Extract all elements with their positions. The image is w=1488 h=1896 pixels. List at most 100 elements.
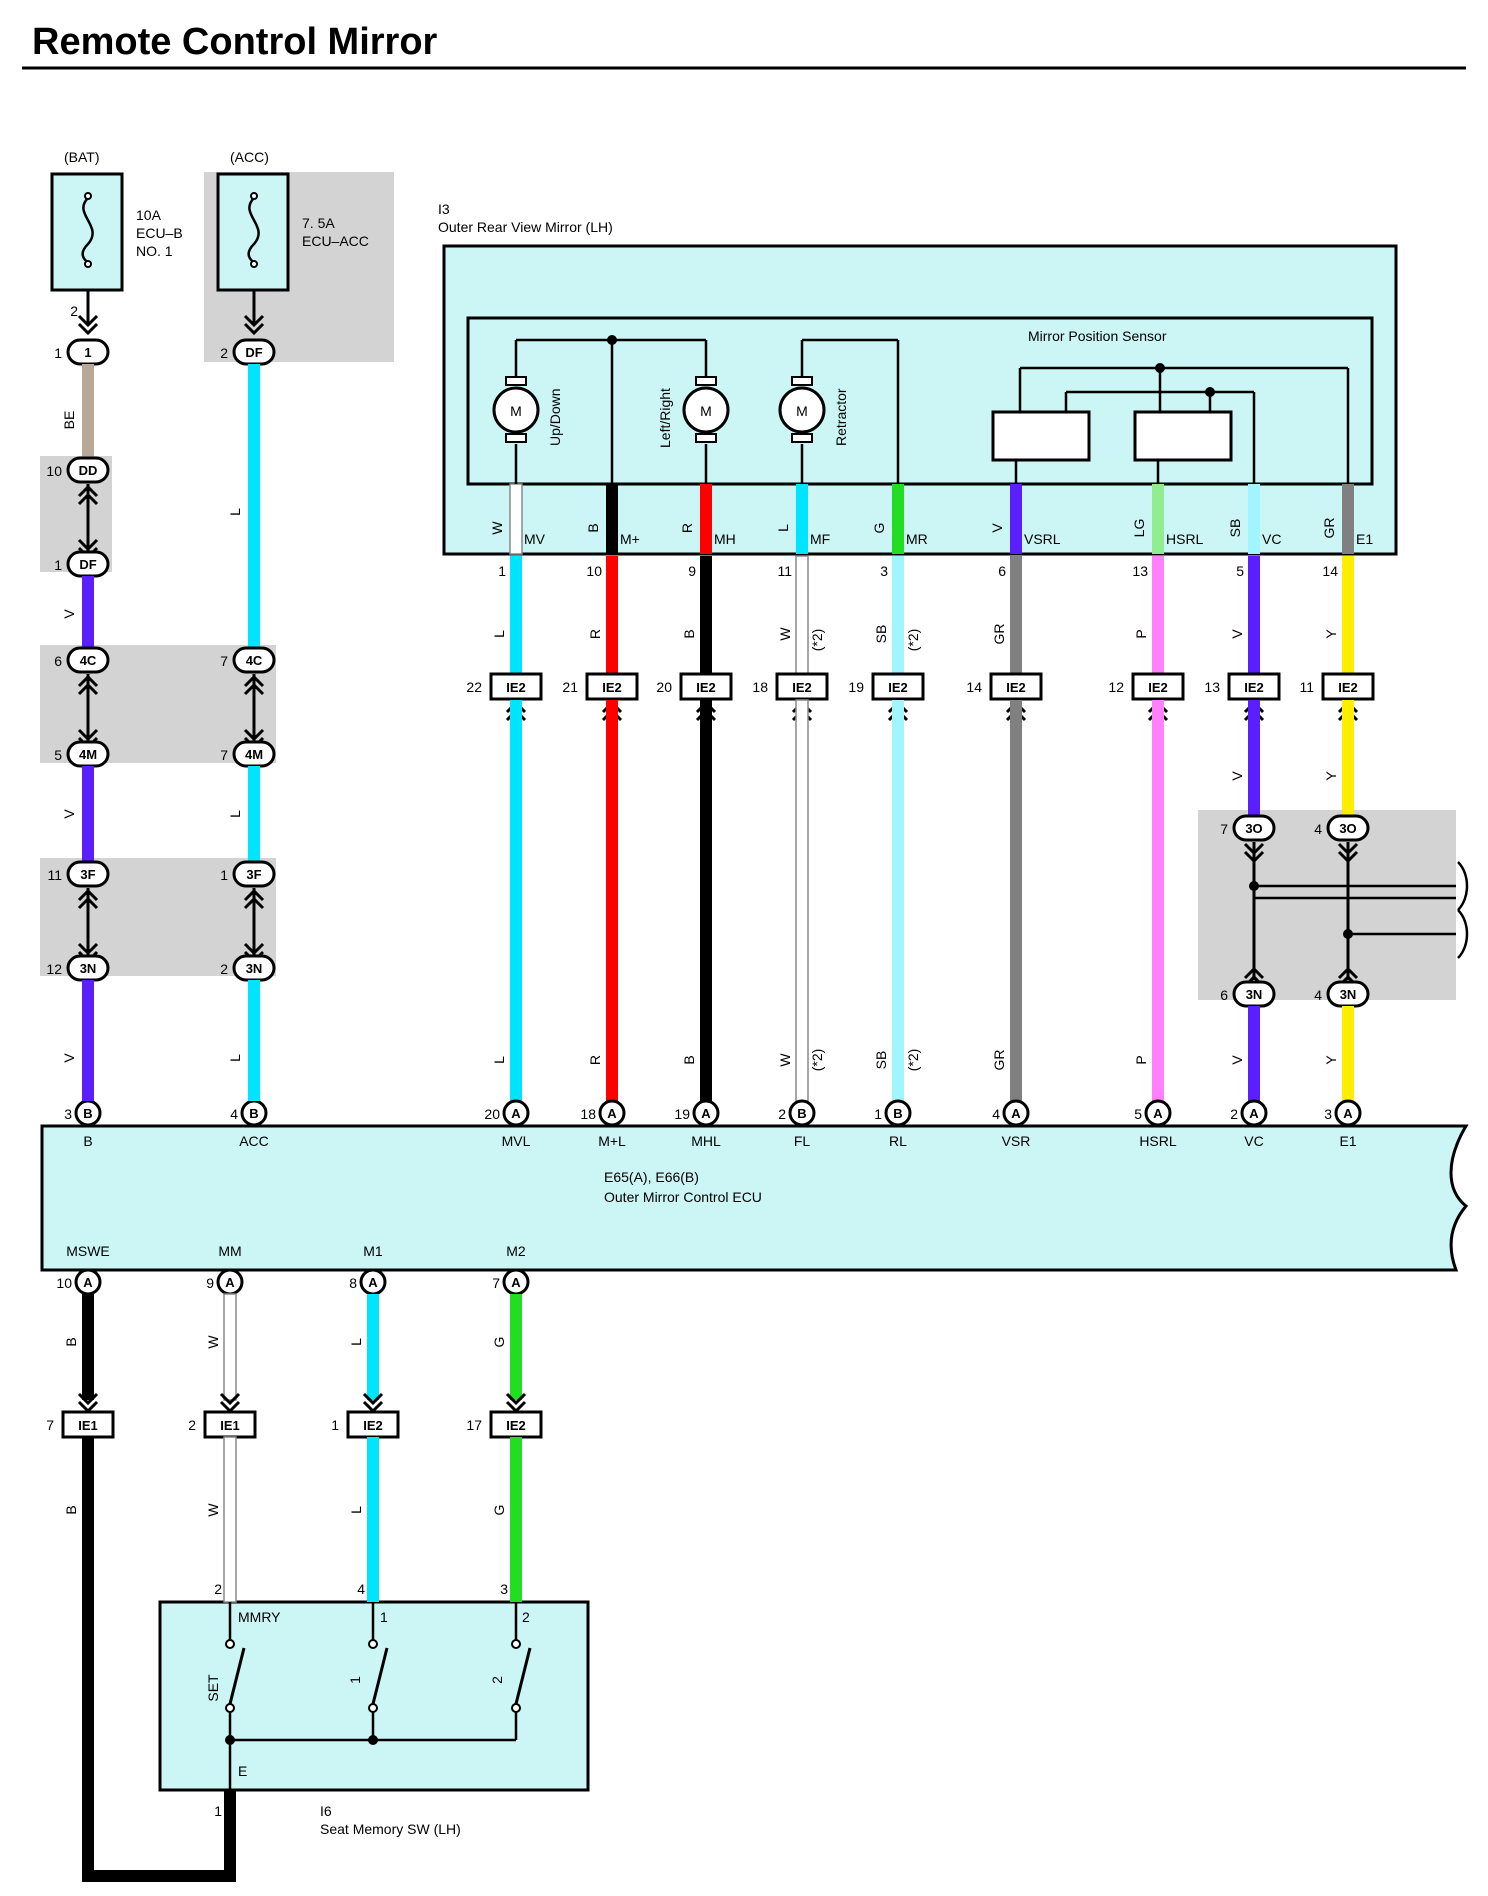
bat-wire-code: V (61, 809, 77, 819)
ecu-bottom-pin: 10 (56, 1275, 72, 1291)
ground-wire (82, 1870, 236, 1882)
ecu-feed-wire-code: GR (991, 1050, 1007, 1071)
mirror-out-wire-code: R (587, 629, 603, 639)
bat-wire-code: BE (61, 411, 77, 430)
ecu-top-pin: 3 (64, 1106, 72, 1122)
ground-wire (224, 1790, 236, 1882)
acc-wire-l (248, 766, 260, 862)
conductor (228, 1647, 246, 1705)
ecu-terminal-M2: M2 (506, 1243, 526, 1259)
mirror-wire-code: R (679, 523, 695, 533)
ie2-upper-connector (775, 672, 829, 701)
mirror-terminal-VC: VC (1262, 531, 1281, 547)
ecu-terminal-MSWE: MSWE (66, 1243, 110, 1259)
motor-brush (505, 376, 527, 386)
acc-connector-4m-label: 4M (245, 747, 263, 762)
mirror-out-wire (700, 556, 712, 674)
ecu-feed-wire (795, 699, 809, 1102)
seat-feed-wire (223, 1293, 237, 1401)
ecu-top-terminal-label: B (249, 1106, 258, 1121)
junction-dot (1205, 387, 1215, 397)
junction-pin: 6 (1220, 987, 1228, 1003)
ie2-upper-connector-label: IE2 (696, 680, 716, 695)
mirror-wire-code: LG (1131, 519, 1147, 538)
ecu-top-terminal-label: B (893, 1106, 902, 1121)
seat-switch-1-label: 1 (347, 1676, 363, 1684)
mirror-wire-code: SB (1227, 519, 1243, 538)
seat-feed-wire (367, 1294, 379, 1400)
ecu-top-terminal-label: A (1153, 1106, 1163, 1121)
ie-lower-connector-label: IE2 (506, 1418, 526, 1433)
ecu-top-terminal (502, 1099, 530, 1127)
ie-lower-connector-label: IE2 (363, 1418, 383, 1433)
junction-dot (1249, 881, 1259, 891)
ecu-top-terminal-label: B (797, 1106, 806, 1121)
ie2-upper-connector-label: IE2 (1006, 680, 1026, 695)
acc-pin: 1 (220, 867, 228, 883)
mirror-terminal-HSRL: HSRL (1166, 531, 1204, 547)
mirror-terminal-MH: MH (714, 531, 736, 547)
mirror-out-wire-code: W (777, 627, 793, 641)
ecu-top-terminal (1334, 1099, 1362, 1127)
motor-icon (492, 386, 540, 434)
ecu-top-pin: 4 (992, 1106, 1000, 1122)
mirror-pin: 13 (1132, 563, 1148, 579)
ie2-upper-connector (989, 672, 1043, 701)
motor-label-leftright: Left/Right (657, 388, 673, 448)
mirror-pin: 5 (1236, 563, 1244, 579)
mirror-pin: 11 (777, 563, 792, 579)
ecu-terminal-E1: E1 (1339, 1133, 1356, 1149)
wiring: WMV1LBM+10RRMH9BLMF11W(*2)GMR3SB(*2)VVSR… (46, 290, 1469, 1882)
bat-connector-4c-label: 4C (80, 653, 97, 668)
junction-dot (368, 1735, 378, 1745)
seat-feed-wire-code: G (491, 1337, 507, 1348)
bat-fuse-name: ECU–B (136, 225, 183, 241)
ecu-feed-wire (892, 700, 904, 1101)
motor-brush (695, 433, 717, 443)
ie2-upper-connector (585, 672, 639, 701)
mirror-wire-code: G (871, 523, 887, 534)
bat-wire-be (82, 364, 94, 458)
seat-switch-top-pin: 3 (500, 1581, 508, 1597)
acc-pin: 7 (220, 653, 228, 669)
motor-icon (778, 386, 826, 434)
bat-pin: 5 (54, 747, 62, 763)
bat-connector-3f-label: 3F (80, 867, 95, 882)
ie-lower-pin: 1 (331, 1417, 339, 1433)
junction-connector-3o-label: 3O (1339, 821, 1356, 836)
seat-switch-wire-code: W (205, 1503, 221, 1517)
ie-lower-pin: 17 (466, 1417, 482, 1433)
ecu-top-pin: 19 (674, 1106, 690, 1122)
ecu-terminal-VSR: VSR (1002, 1133, 1031, 1149)
conductor (514, 1647, 532, 1705)
mirror-out-wire-code: B (681, 629, 697, 638)
ie2-upper-connector (1227, 672, 1281, 701)
seat-feed-wire-code: W (205, 1335, 221, 1349)
ground-wire-code: B (63, 1505, 79, 1514)
mirror-inner-box (466, 316, 1374, 486)
bat-fuse-rating: 10A (136, 207, 162, 223)
bat-fuse-pin: 2 (70, 303, 78, 319)
seat-switch-name: Seat Memory SW (LH) (320, 1821, 461, 1837)
acc-fuse-name: ECU–ACC (302, 233, 369, 249)
ecu-feed-wire-code: B (681, 1055, 697, 1064)
seat-feed-wire (510, 1294, 522, 1400)
bat-fuse-box (50, 172, 124, 292)
junction-lower-wire-code: Y (1323, 1055, 1339, 1065)
junction-upper-wire (1248, 700, 1260, 816)
ecu-bottom-pin: 7 (492, 1275, 500, 1291)
chevron-down-icon (243, 314, 265, 336)
ie2-upper-pin: 11 (1299, 679, 1314, 695)
acc-connector-4c-label: 4C (246, 653, 263, 668)
ecu-top-terminal-label: A (1249, 1106, 1259, 1121)
chevron-up-icon (77, 484, 99, 506)
bat-pin: 11 (47, 867, 62, 883)
junction-dot (1343, 929, 1353, 939)
fuse-icon (81, 197, 94, 264)
bat-wire-v (82, 766, 94, 862)
mirror-out-wire (1010, 556, 1022, 674)
ecu-bottom-pin: 8 (349, 1275, 357, 1291)
ie-lower-connector-label: IE1 (78, 1418, 98, 1433)
mirror-wire-code: B (585, 523, 601, 532)
